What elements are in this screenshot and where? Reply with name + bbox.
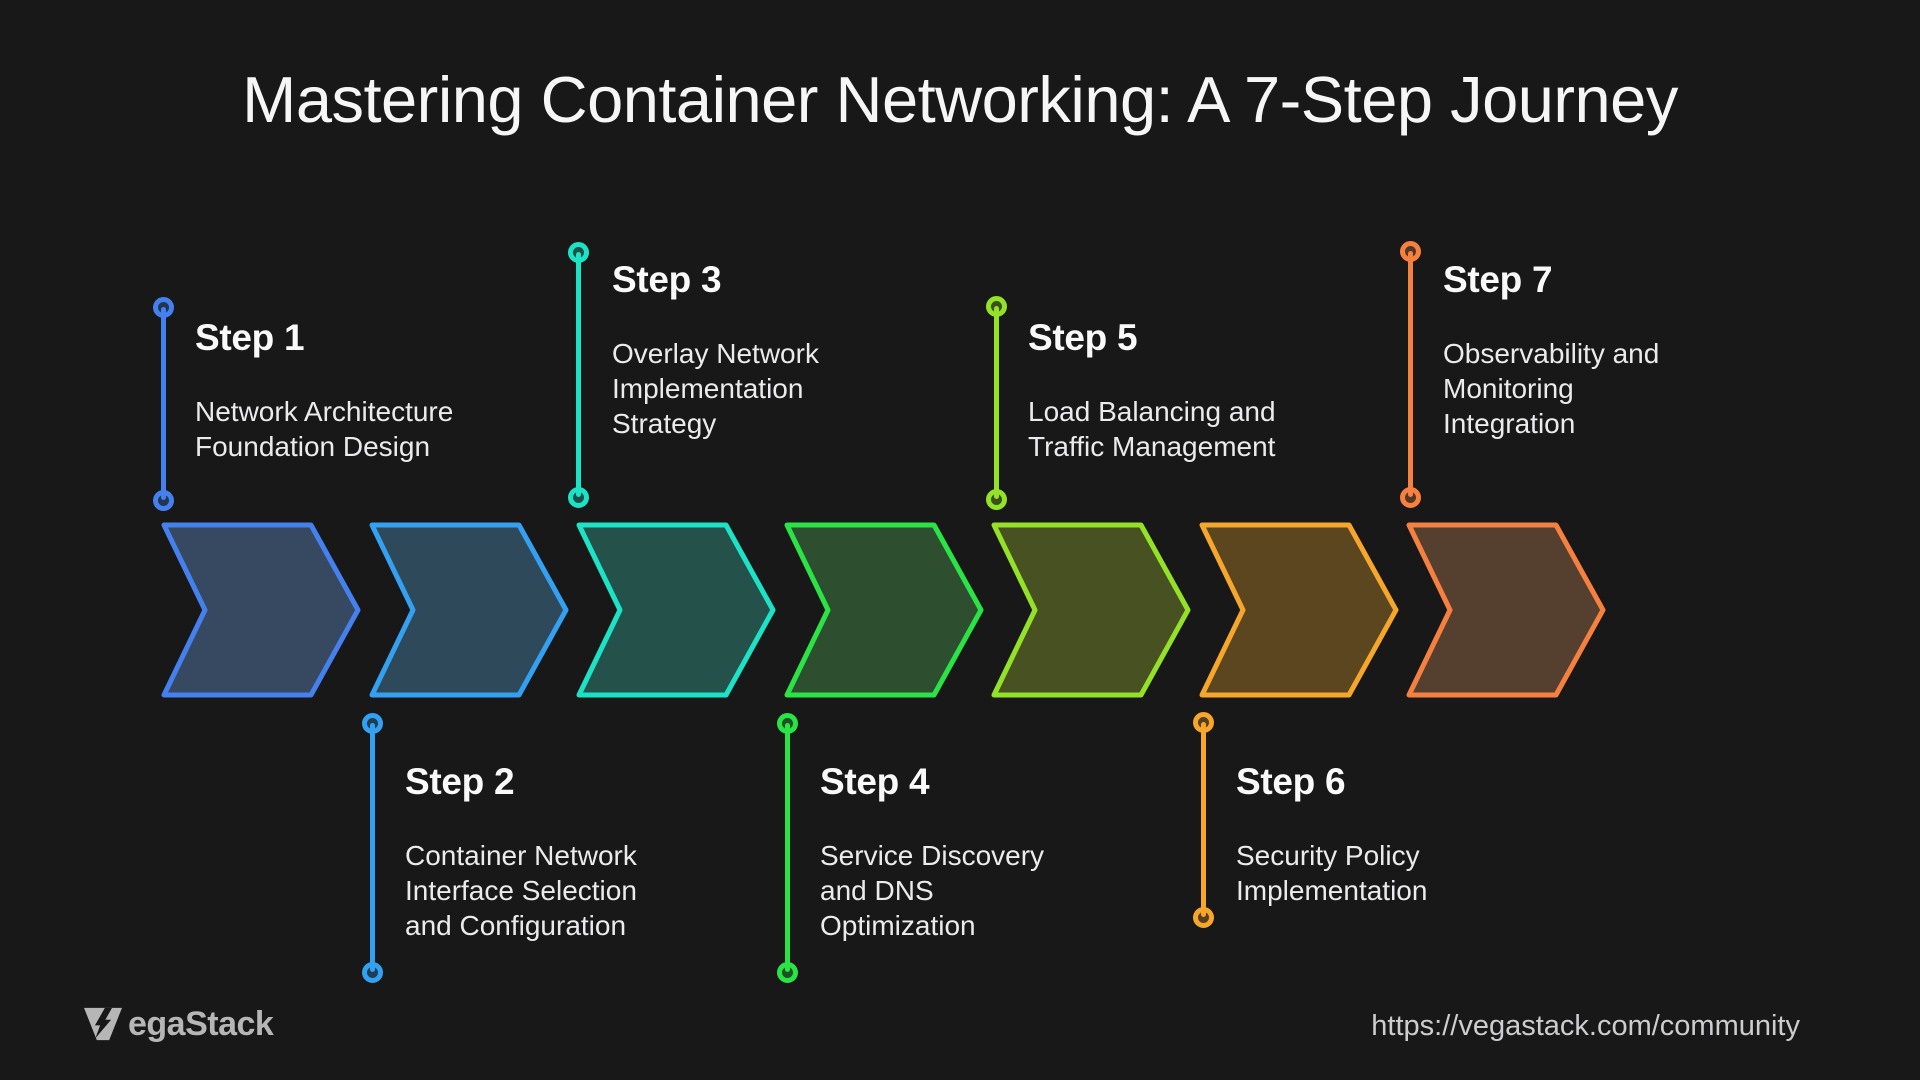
chevron-arrow-step-4 [784, 522, 983, 698]
step-connector-dot-top [361, 712, 383, 734]
step-connector-dot-bottom [1399, 486, 1421, 508]
step-heading: Step 4 [820, 761, 930, 802]
step-connector-dot-bottom [152, 489, 174, 511]
step-heading: Step 7 [1443, 259, 1553, 300]
chevron-arrow-step-5 [991, 522, 1191, 698]
step-connector-line [160, 307, 166, 500]
step-connector-line [784, 723, 790, 972]
step-heading: Step 1 [195, 317, 305, 358]
step-heading: Step 2 [405, 761, 515, 802]
step-connector-dot-top [567, 241, 589, 263]
step-connector-dot-top [152, 296, 174, 318]
step-connector-dot-top [985, 295, 1007, 317]
chevron-arrow-step-1 [161, 522, 361, 698]
chevron-arrow-step-7 [1406, 522, 1606, 698]
step-connector-line [369, 723, 375, 972]
step-connector-dot-top [1399, 240, 1421, 262]
step-heading: Step 5 [1028, 317, 1138, 358]
step-connector-dot-bottom [361, 961, 383, 983]
step-connector-dot-bottom [1192, 906, 1214, 928]
page-title: Mastering Container Networking: A 7-Step… [242, 63, 1678, 136]
vegastack-logo: egaStack [84, 1004, 274, 1044]
chevron-arrow-step-6 [1199, 522, 1398, 698]
step-connector-dot-bottom [985, 488, 1007, 510]
step-connector-line [993, 306, 999, 499]
vegastack-v-bolt-icon [84, 1007, 122, 1041]
vegastack-logo-text: egaStack [128, 1005, 274, 1043]
step-connector-dot-top [776, 712, 798, 734]
step-connector-line [1200, 722, 1206, 917]
step-connector-line [575, 252, 581, 497]
step-heading: Step 3 [612, 259, 722, 300]
chevron-arrow-step-2 [369, 522, 568, 698]
step-connector-dot-top [1192, 711, 1214, 733]
step-connector-dot-bottom [567, 486, 589, 508]
community-url: https://vegastack.com/community [1371, 1010, 1800, 1042]
step-connector-dot-bottom [776, 961, 798, 983]
chevron-arrow-step-3 [576, 522, 776, 698]
step-connector-line [1407, 251, 1413, 497]
step-heading: Step 6 [1236, 761, 1346, 802]
